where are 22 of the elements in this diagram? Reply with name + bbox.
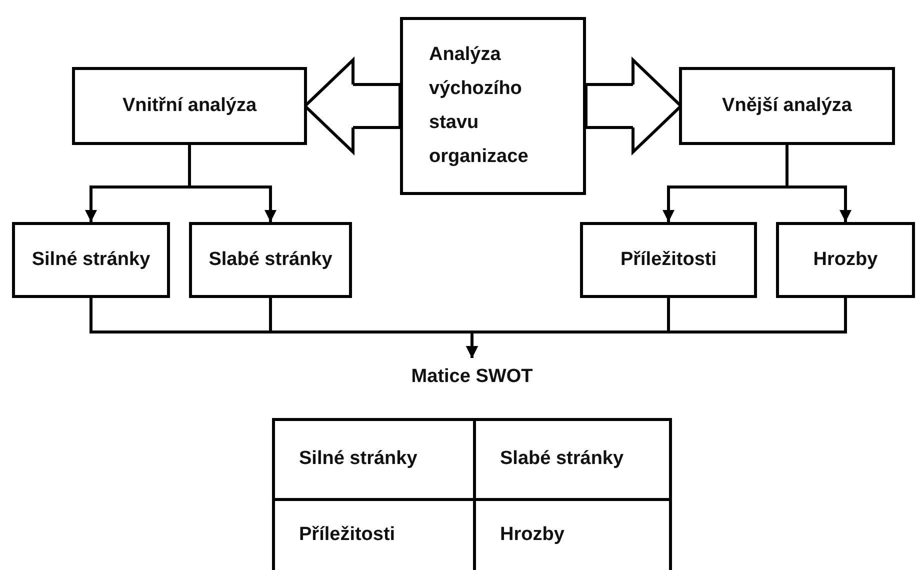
arrow: [188, 145, 276, 222]
process-box: [189, 222, 352, 298]
process-box: [72, 67, 307, 145]
process-box: [12, 222, 170, 298]
box-text: Analýza výchozího stavu organizace: [429, 43, 530, 169]
process-box: [679, 67, 895, 145]
box-text: Silné stránky: [32, 248, 150, 272]
table-cell: Příležitosti: [275, 501, 476, 570]
box-text: Slabé stránky: [208, 248, 332, 272]
table-cell-text: Hrozby: [499, 523, 566, 548]
box-text: Vnitřní analýza: [122, 94, 257, 118]
process-box: [580, 222, 757, 298]
box-text: Příležitosti: [620, 248, 717, 272]
box-text: Vnější analýza: [722, 94, 852, 118]
process-box: [400, 17, 586, 195]
process-box: [776, 222, 915, 298]
table-cell: Slabé stránky: [476, 421, 669, 501]
arrow: [786, 145, 852, 222]
box-text: Hrozby: [813, 248, 878, 272]
table-cell: Silné stránky: [275, 421, 476, 501]
arrow: [466, 298, 847, 358]
matrix-title: Matice SWOT: [411, 365, 533, 389]
